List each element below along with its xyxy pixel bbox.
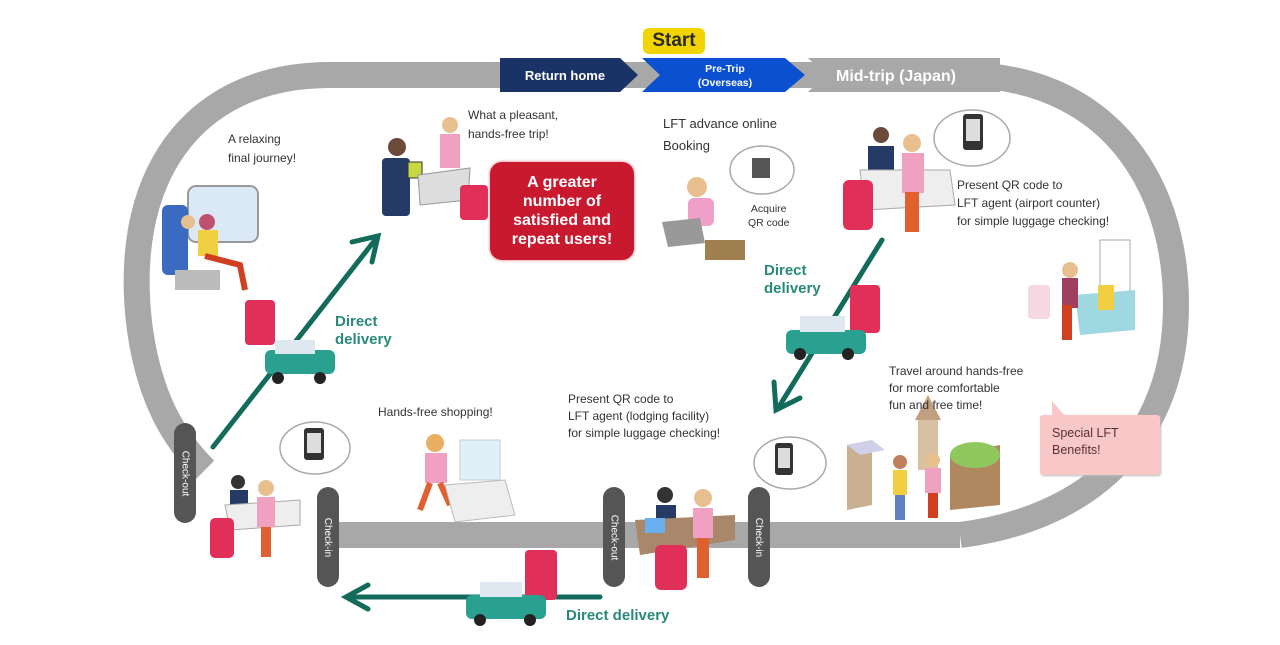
callout-acquire-line-1: Acquire [750,203,787,215]
special-benefits-box: Special LFT Benefits! [1040,415,1160,475]
booking-scene [662,145,795,260]
start-badge: Start [643,28,705,54]
checkin-left-label: Check-in [322,517,334,557]
callout-booking: LFT advance online Booking [663,113,777,157]
satisfied-users-line-1: A greater [527,174,597,191]
checkout-pill-mid: Check-out [603,487,625,587]
delivery-label-left: Direct delivery [335,313,392,349]
callout-acquire-qr: Acquire QR code [748,202,789,230]
counter-scene-top [382,117,488,220]
special-benefits-line-2: Benefits! [1052,443,1101,457]
delivery-right-line-2: delivery [764,280,821,297]
callout-airport-line-3: for simple luggage checking! [957,214,1110,228]
checkout-scene-left [210,421,351,558]
arrow-left-up-head [349,232,382,265]
checkin-pill-mid: Check-in [748,487,770,587]
callout-lodging: Present QR code to LFT agent (lodging fa… [568,391,720,442]
stage-pre-trip-label-2: (Overseas) [698,77,752,89]
checkout-left-label: Check-out [179,450,191,496]
satisfied-users-line-2: number of [522,193,602,210]
callout-travel-line-1: Travel around hands-free [889,364,1024,378]
arrow-right-down-head [771,379,803,414]
arrow-bottom-left-head [340,582,371,612]
callout-travel-line-2: for more comfortable [889,381,1000,395]
callout-airport-line-2: LFT agent (airport counter) [957,196,1101,210]
delivery-label-bottom: Direct delivery [566,607,670,624]
satisfied-users-line-3: satisfied and [513,212,611,229]
callout-lodging-line-1: Present QR code to [568,392,674,406]
checkout-pill-left: Check-out [174,423,196,523]
callout-airport-line-1: Present QR code to [957,178,1063,192]
satisfied-users-box: A greater number of satisfied and repeat… [490,162,634,260]
stage-return-home-label: Return home [525,68,605,83]
lodging-scene [635,436,827,590]
stage-bar: Return home Pre-Trip (Overseas) Mid-trip… [500,58,1000,92]
airport-counter-scene [843,109,1011,232]
track-right-arc [958,62,1189,548]
delivery-label-right: Direct delivery [764,262,821,298]
callout-airport-counter: Present QR code to LFT agent (airport co… [957,176,1109,230]
stage-mid-trip [808,58,1000,92]
delivery-left-line-2: delivery [335,331,392,348]
checkin-pill-left: Check-in [317,487,339,587]
delivery-van-left [245,300,335,384]
callout-booking-line-1: LFT advance online [663,116,777,131]
callout-acquire-line-2: QR code [748,217,790,229]
callout-travel-line-3: fun and free time! [889,398,983,412]
delivery-right-line-1: Direct [764,262,807,279]
callout-pleasant: What a pleasant, hands-free trip! [468,106,558,144]
stage-mid-trip-label: Mid-trip (Japan) [836,68,956,85]
callout-relaxing-line-2: final journey! [228,151,297,165]
callout-travel-around: Travel around hands-free for more comfor… [889,363,1023,414]
delivery-van-bottom [466,550,557,626]
delivery-left-line-1: Direct [335,313,378,330]
callout-booking-line-2: Booking [663,138,710,153]
checkin-mid-label: Check-in [753,517,765,557]
track-left-arc [123,62,331,480]
delivery-van-right [786,285,880,360]
callout-pleasant-line-2: hands-free trip! [468,127,549,141]
train-standing-scene [1028,239,1135,340]
shopping-scene [417,434,516,523]
sightseeing-scene [847,395,1000,520]
train-passenger-illustration [162,185,259,291]
callout-lodging-line-3: for simple luggage checking! [568,426,721,440]
special-benefits-tail [1052,401,1066,417]
callout-relaxing: A relaxing final journey! [228,130,296,168]
callout-shopping: Hands-free shopping! [378,405,493,419]
callout-relaxing-line-1: A relaxing [228,132,281,146]
callout-pleasant-line-1: What a pleasant, [468,108,559,122]
callout-lodging-line-2: LFT agent (lodging facility) [568,409,710,423]
checkout-mid-label: Check-out [608,514,620,560]
satisfied-users-line-4: repeat users! [511,231,613,248]
special-benefits-line-1: Special LFT [1052,426,1119,440]
stage-pre-trip-label-1: Pre-Trip [705,63,745,75]
stage-pre-trip [642,58,805,92]
stage-return-home [500,58,638,92]
